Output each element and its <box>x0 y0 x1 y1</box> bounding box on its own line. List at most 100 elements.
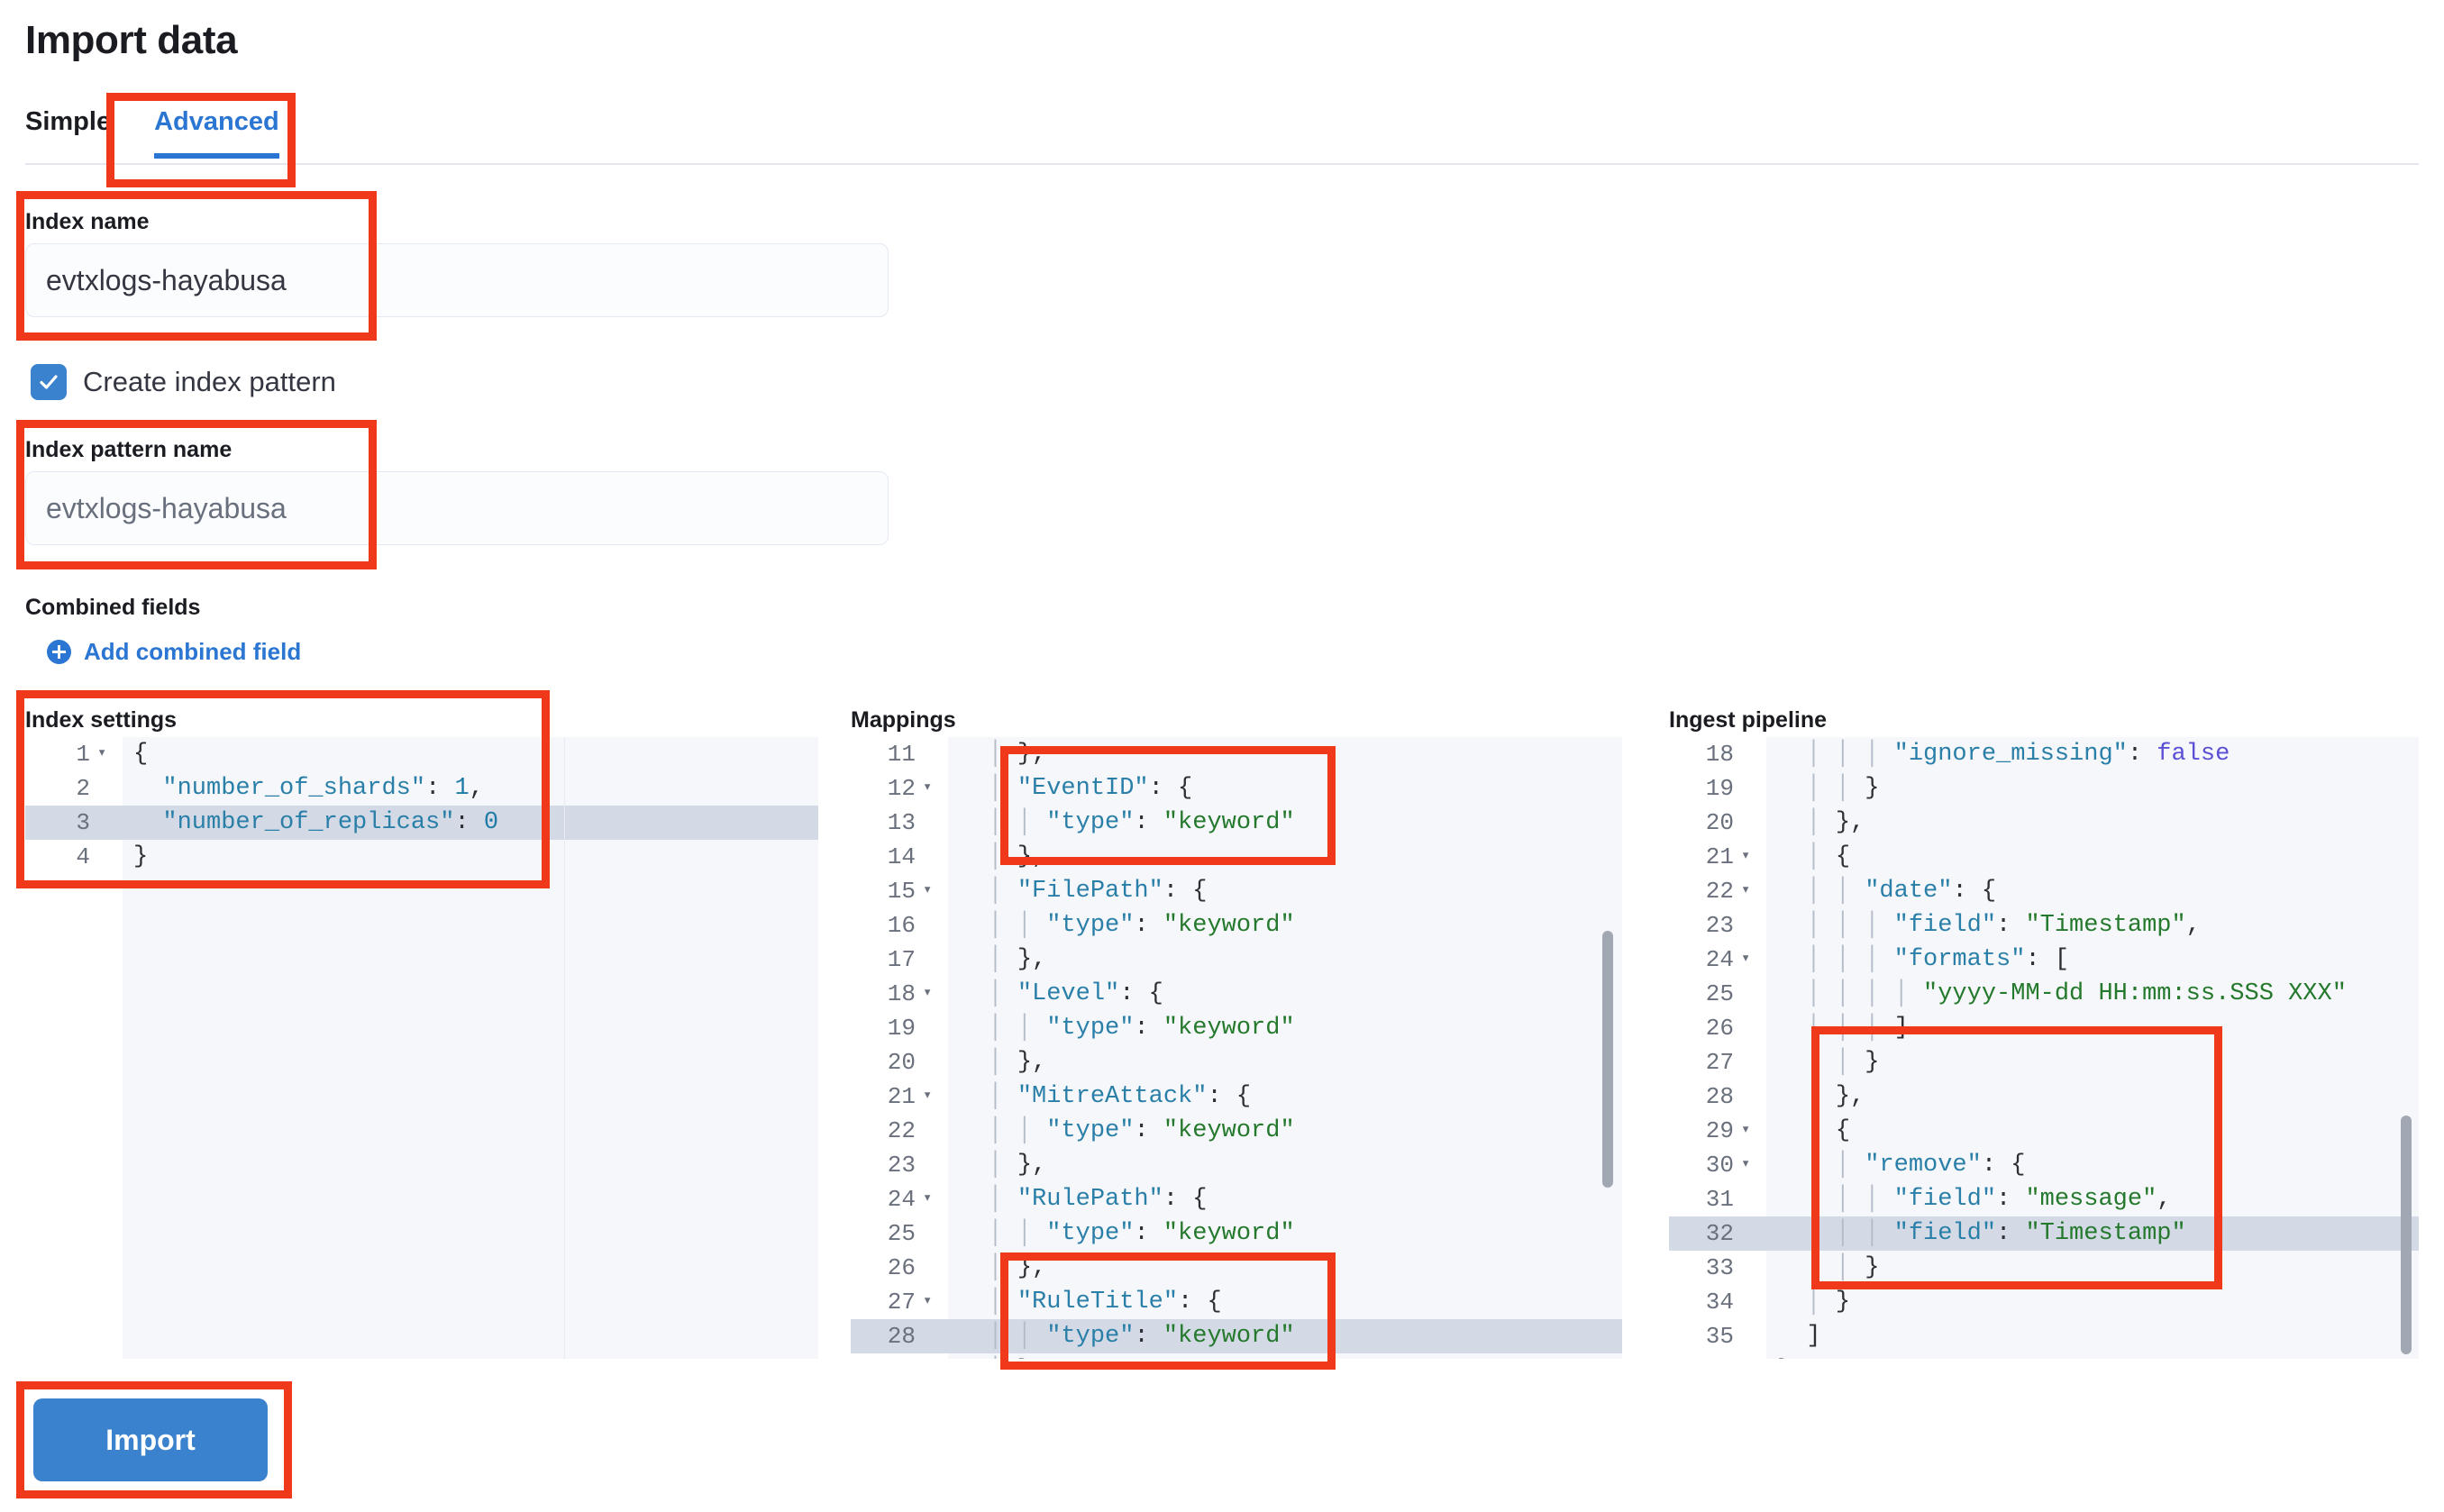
index-pattern-name-input[interactable]: evtxlogs-hayabusa <box>25 471 889 545</box>
editor-line-number: 24▾ <box>851 1182 948 1216</box>
editor-code-line[interactable]: │ "Level": { <box>959 980 1163 1007</box>
editor-line-number: 27▾ <box>851 1285 948 1319</box>
editor-line-number: 31 <box>1705 1186 1734 1213</box>
fold-arrow-icon[interactable]: ▾ <box>923 985 933 1002</box>
editor-code-line[interactable]: │ │ "type": "keyword" <box>959 1220 1295 1247</box>
add-combined-field-button[interactable]: Add combined field <box>47 638 301 666</box>
editor-line-number: 20 <box>1705 809 1734 836</box>
editor-line-number: 35 <box>1705 1323 1734 1350</box>
editor-code-line[interactable]: │ │ } <box>1777 775 1880 802</box>
editor-code-line[interactable]: │ "MitreAttack": { <box>959 1083 1252 1110</box>
editor-line-number: 26 <box>887 1254 916 1281</box>
fold-arrow-icon[interactable]: ▾ <box>1741 882 1751 899</box>
tab-advanced[interactable]: Advanced <box>134 95 299 159</box>
page-title: Import data <box>25 18 238 62</box>
editor-code-line[interactable]: "number_of_shards": 1, <box>162 775 484 802</box>
editor-code-line[interactable]: │ "EventID": { <box>959 775 1193 802</box>
editor-code-line[interactable]: │ │ │ "field": "message", <box>1777 1186 2172 1213</box>
editor-code-line[interactable]: │ │ │ ] <box>1777 1015 1909 1042</box>
editor-code-line[interactable]: │ }, <box>959 1049 1047 1076</box>
editor-line-number: 18▾ <box>851 977 948 1011</box>
editor-code-line[interactable]: │ │ "type": "keyword" <box>959 1117 1295 1144</box>
editor-code-line[interactable]: │ } <box>1777 1289 1851 1316</box>
mappings-title: Mappings <box>851 707 956 733</box>
tab-simple[interactable]: Simple <box>25 107 112 136</box>
ingest-pipeline-scrollbar[interactable] <box>2401 1116 2412 1354</box>
editor-line-number: 21▾ <box>1669 840 1766 874</box>
editor-code-line[interactable]: │ │ } <box>1777 1049 1880 1076</box>
mappings-scrollbar[interactable] <box>1602 931 1613 1188</box>
create-index-pattern-checkbox-row[interactable]: Create index pattern <box>31 364 336 400</box>
editor-line-number: 3 <box>25 806 123 840</box>
editor-code-line[interactable]: │ }, <box>959 843 1047 870</box>
add-combined-field-label: Add combined field <box>84 638 302 665</box>
editor-code-line[interactable]: │ │ "type": "keyword" <box>959 912 1295 939</box>
editor-code-line[interactable]: │ │ "date": { <box>1777 878 1997 905</box>
editor-code-line[interactable]: ] <box>1806 1323 1821 1350</box>
editor-line-number: 17 <box>887 946 916 973</box>
editor-code-line[interactable]: │ │ │ "formats": [ <box>1777 946 2070 973</box>
editor-line-number: 21▾ <box>851 1079 948 1114</box>
editor-line-number: 12▾ <box>851 771 948 806</box>
editor-code-line[interactable]: │ │ "type": "keyword" <box>948 1319 1622 1353</box>
editor-code-line[interactable]: │ }, <box>959 1254 1047 1281</box>
editor-code-line[interactable]: │ }, <box>959 741 1047 768</box>
editor-line-number: 24▾ <box>1669 943 1766 977</box>
index-name-input[interactable]: evtxlogs-hayabusa <box>25 243 889 317</box>
checkmark-icon[interactable] <box>31 364 67 400</box>
fold-arrow-icon[interactable]: ▾ <box>923 779 933 797</box>
editor-code-line[interactable]: │ }, <box>959 946 1047 973</box>
editor-code-area[interactable]: │ }, │ "EventID": { │ │ "type": "keyword… <box>948 737 1622 1359</box>
editor-line-number: 20 <box>887 1049 916 1076</box>
editor-code-line[interactable]: "number_of_replicas": 0 <box>123 806 818 840</box>
editor-code-line[interactable]: │ }, <box>1777 1083 1865 1110</box>
editor-line-number: 13 <box>887 809 916 836</box>
fold-arrow-icon[interactable]: ▾ <box>923 882 933 899</box>
editor-line-number: 32 <box>1669 1216 1766 1251</box>
create-index-pattern-label: Create index pattern <box>83 366 336 397</box>
editor-line-number: 11 <box>887 741 916 768</box>
editor-code-area[interactable]: │ │ │ "ignore_missing": false │ │ } │ },… <box>1766 737 2419 1359</box>
editor-code-line[interactable]: │ }, <box>948 1353 1622 1359</box>
editor-code-line[interactable]: │ "RuleTitle": { <box>959 1289 1222 1316</box>
editor-code-line[interactable]: } <box>133 843 149 870</box>
editor-code-line[interactable]: { <box>133 741 149 768</box>
fold-arrow-icon[interactable]: ▾ <box>923 1190 933 1207</box>
fold-arrow-icon[interactable]: ▾ <box>1741 1156 1751 1173</box>
editor-line-number: 28 <box>1705 1083 1734 1110</box>
editor-code-line[interactable]: │ │ │ "field": "Timestamp" <box>1766 1216 2419 1251</box>
editor-code-line[interactable]: │ │ │ "ignore_missing": false <box>1777 741 2230 768</box>
editor-code-line[interactable]: │ "RulePath": { <box>959 1186 1208 1213</box>
fold-arrow-icon[interactable]: ▾ <box>1741 848 1751 865</box>
combined-fields-label: Combined fields <box>25 595 201 620</box>
editor-code-line[interactable]: } <box>1766 1353 2419 1359</box>
editor-line-number: 19 <box>887 1015 916 1042</box>
editor-code-line[interactable]: │ │ } <box>1777 1254 1880 1281</box>
fold-arrow-icon[interactable]: ▾ <box>923 1088 933 1105</box>
fold-arrow-icon[interactable]: ▾ <box>923 1293 933 1310</box>
editor-code-line[interactable]: │ }, <box>1777 809 1865 836</box>
fold-arrow-icon[interactable]: ▾ <box>1741 1122 1751 1139</box>
editor-code-line[interactable]: │ │ "type": "keyword" <box>959 809 1295 836</box>
editor-code-line[interactable]: │ { <box>1777 1117 1851 1144</box>
editor-code-line[interactable]: │ │ "remove": { <box>1777 1152 2026 1179</box>
fold-arrow-icon[interactable]: ▾ <box>1741 951 1751 968</box>
editor-code-area[interactable]: { "number_of_shards": 1, "number_of_repl… <box>123 737 818 1359</box>
editor-code-line[interactable]: │ │ "type": "keyword" <box>959 1015 1295 1042</box>
index-name-label: Index name <box>25 209 150 234</box>
editor-code-line[interactable]: │ }, <box>959 1152 1047 1179</box>
editor-line-number: 28 <box>851 1319 948 1353</box>
plus-circle-icon[interactable] <box>47 640 71 664</box>
editor-code-line[interactable]: │ "FilePath": { <box>959 878 1208 905</box>
editor-code-line[interactable]: │ │ │ │ "yyyy-MM-dd HH:mm:ss.SSS XXX" <box>1777 980 2347 1007</box>
index-settings-title: Index settings <box>25 707 178 733</box>
editor-code-line[interactable]: │ { <box>1777 843 1851 870</box>
fold-arrow-icon[interactable]: ▾ <box>97 745 107 762</box>
import-button[interactable]: Import <box>33 1398 268 1481</box>
editor-code-line[interactable]: │ │ │ "field": "Timestamp", <box>1777 912 2201 939</box>
